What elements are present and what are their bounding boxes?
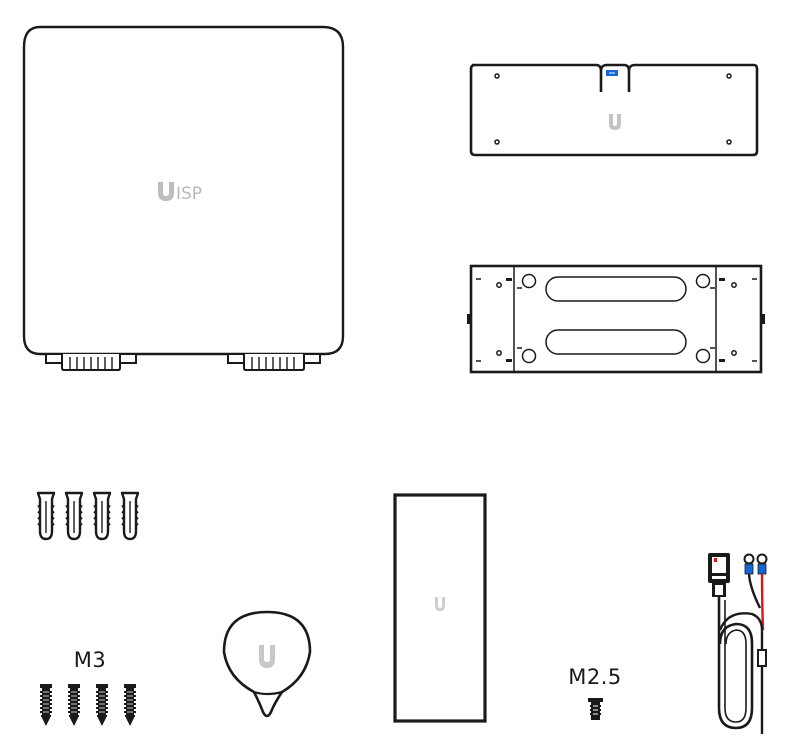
m25-screw-label: M2.5 [568,665,622,689]
u-logo [435,597,445,611]
port-connector-right [227,353,321,371]
dc-power-cable [700,548,780,738]
ring-terminal-red [756,553,768,575]
keyring-tool [220,608,330,726]
m3-screws [38,682,148,728]
m25-screw [588,698,604,722]
uisp-logo: ISP [158,182,202,204]
port-connector-left [45,353,137,371]
m3-screw-label: M3 [73,648,107,672]
quick-start-guide [393,493,489,725]
wall-anchors [36,490,146,542]
ring-terminal-black [743,553,755,575]
svg-text:ISP: ISP [176,184,202,204]
u-logo [609,114,621,130]
wall-mount-bracket [468,62,760,158]
uisp-device: ISP [20,24,350,374]
pole-mount-bracket [466,264,766,376]
u-logo [259,645,275,668]
